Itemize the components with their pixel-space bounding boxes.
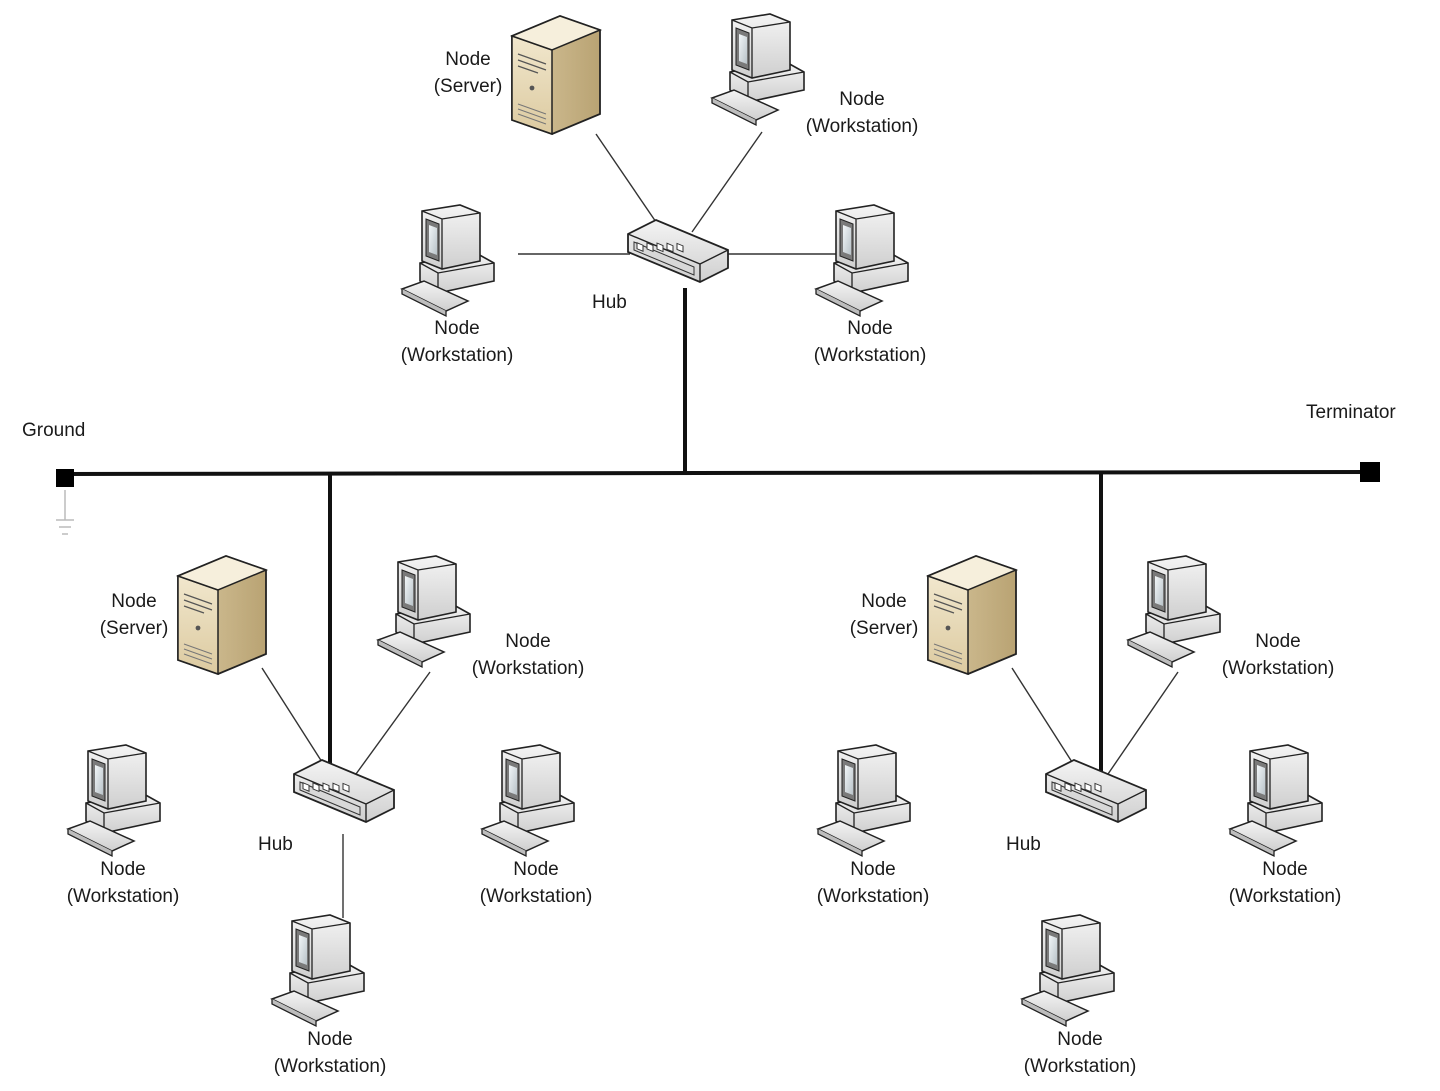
node-title: Node (445, 49, 491, 70)
node-label: Node (Server) (100, 588, 169, 642)
node-type: (Server) (849, 618, 919, 639)
hub-icon (1045, 759, 1147, 823)
node-label: Node (Workstation) (814, 315, 927, 369)
links-bottom-right (1011, 667, 1179, 775)
node-title: Node (111, 591, 157, 612)
hub-icon (293, 759, 395, 823)
node-title: Node (1057, 1029, 1103, 1050)
node-label: Node (Workstation) (472, 628, 585, 682)
workstation-icon (711, 13, 805, 126)
node-label: Node (Workstation) (1222, 628, 1335, 682)
workstation-icon (67, 744, 161, 857)
workstation-icon (401, 204, 495, 317)
workstation-icon (815, 204, 909, 317)
workstation-icon (481, 744, 575, 857)
node-title: Node (850, 859, 896, 880)
node-label: Node (Server) (850, 588, 919, 642)
node-type: (Workstation) (273, 1056, 387, 1077)
node-label: Node (Workstation) (274, 1026, 387, 1080)
node-type: (Server) (99, 618, 169, 639)
node-title: Node (434, 318, 480, 339)
workstation-icon (1229, 744, 1323, 857)
server-icon (511, 15, 601, 135)
server-icon (927, 555, 1017, 675)
node-title: Node (505, 631, 551, 652)
node-label: Node (Workstation) (1229, 856, 1342, 910)
node-title: Node (847, 318, 893, 339)
terminator-endpoint (1360, 462, 1380, 482)
terminator-label: Terminator (1306, 402, 1396, 423)
ground-symbol (56, 490, 74, 535)
node-label: Node (Server) (434, 46, 503, 100)
ground-label: Ground (22, 420, 86, 441)
node-title: Node (1255, 631, 1301, 652)
node-type: (Workstation) (1228, 886, 1342, 907)
backbone-bus (65, 470, 1371, 476)
hub-label: Hub (258, 834, 293, 855)
node-title: Node (861, 591, 907, 612)
node-type: (Workstation) (400, 345, 514, 366)
workstation-icon (271, 914, 365, 1027)
node-type: (Workstation) (66, 886, 180, 907)
links-bottom-left (261, 667, 431, 918)
node-type: (Workstation) (1023, 1056, 1137, 1077)
node-type: (Workstation) (805, 116, 919, 137)
workstation-icon (377, 555, 471, 668)
node-label: Node (Workstation) (806, 86, 919, 140)
workstation-icon (1021, 914, 1115, 1027)
node-type: (Workstation) (471, 658, 585, 679)
node-label: Node (Workstation) (401, 315, 514, 369)
node-type: (Workstation) (813, 345, 927, 366)
node-label: Node (Workstation) (67, 856, 180, 910)
server-icon (177, 555, 267, 675)
node-title: Node (1262, 859, 1308, 880)
ground-endpoint (56, 469, 74, 487)
hub-label: Hub (592, 292, 627, 313)
node-label: Node (Workstation) (1024, 1026, 1137, 1080)
node-type: (Workstation) (816, 886, 930, 907)
node-title: Node (839, 89, 885, 110)
node-label: Node (Workstation) (480, 856, 593, 910)
node-type: (Workstation) (479, 886, 593, 907)
node-title: Node (307, 1029, 353, 1050)
workstation-icon (817, 744, 911, 857)
hub-icon (627, 219, 729, 283)
workstation-icon (1127, 555, 1221, 668)
node-type: (Workstation) (1221, 658, 1335, 679)
node-title: Node (513, 859, 559, 880)
node-title: Node (100, 859, 146, 880)
hub-label: Hub (1006, 834, 1041, 855)
node-label: Node (Workstation) (817, 856, 930, 910)
node-type: (Server) (433, 76, 503, 97)
links-top (518, 131, 848, 255)
